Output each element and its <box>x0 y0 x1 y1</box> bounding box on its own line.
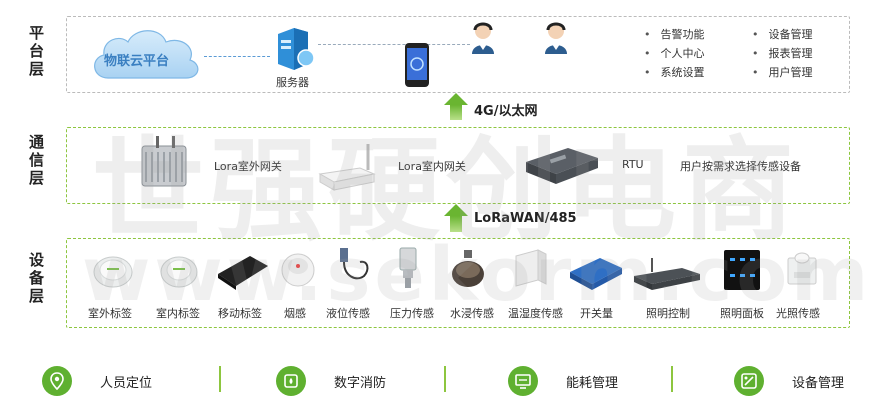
application-item: 人员定位 <box>42 364 152 398</box>
lighting-controller-icon <box>634 258 700 290</box>
lighting-panel-icon <box>724 250 760 290</box>
rtu-device-icon <box>526 148 598 184</box>
device-label: 移动标签 <box>218 307 262 320</box>
device-label: 室内标签 <box>156 307 200 320</box>
network-note: 用户按需求选择传感设备 <box>680 160 801 173</box>
switch-quantity-module-icon <box>570 258 622 290</box>
smartphone-icon <box>405 43 429 87</box>
function-item: 个人中心 <box>644 44 705 63</box>
function-item: 用户管理 <box>752 63 813 82</box>
up-arrow-stem <box>450 216 462 232</box>
server-user-connector <box>318 44 470 45</box>
device-label: 水浸传感 <box>450 307 494 320</box>
device-label: 照明面板 <box>720 307 764 320</box>
device-label: 压力传感 <box>390 307 434 320</box>
device-label: 照明控制 <box>646 307 690 320</box>
application-label: 数字消防 <box>334 375 387 391</box>
user-support-icon <box>545 22 567 54</box>
device-management-icon <box>734 366 764 396</box>
device-label: 烟感 <box>284 307 306 320</box>
upper-link-label: 4G/以太网 <box>474 104 538 119</box>
server-label: 服务器 <box>276 76 309 89</box>
liquid-level-sensor-icon <box>340 248 369 280</box>
function-item: 报表管理 <box>752 44 813 63</box>
indoor-tag-icon <box>160 256 198 288</box>
function-item: 告警功能 <box>644 25 705 44</box>
mobile-tag-icon <box>218 256 268 290</box>
layer-label-device: 设备层 <box>22 251 50 311</box>
layer-label-device-text: 设备层 <box>29 251 45 305</box>
cloud-server-connector <box>204 56 270 57</box>
application-label: 能耗管理 <box>566 375 619 391</box>
server-icon <box>278 28 315 70</box>
lower-link-label: LoRaWAN/485 <box>474 211 577 226</box>
device-label: 温湿度传感 <box>508 307 563 320</box>
outdoor-tag-icon <box>93 256 133 288</box>
up-arrow-stem <box>450 105 462 120</box>
temp-humidity-sensor-icon <box>515 249 547 287</box>
outdoor-gateway-label: Lora室外网关 <box>214 160 282 173</box>
cloud-label: 物联云平台 <box>104 54 170 69</box>
application-label: 人员定位 <box>100 375 153 391</box>
up-arrow-icon <box>444 204 468 216</box>
platform-layer-box <box>66 16 850 93</box>
divider <box>219 366 221 392</box>
layer-label-network: 通信层 <box>22 133 50 193</box>
platform-functions-col1: 告警功能 个人中心 系统设置 <box>644 25 705 82</box>
application-label: 设备管理 <box>792 375 845 391</box>
layer-label-platform: 平台层 <box>22 24 50 84</box>
smoke-detector-icon <box>281 253 315 287</box>
user-support-icon <box>472 22 494 54</box>
application-item: 能耗管理 <box>508 364 618 398</box>
indoor-gateway-icon <box>318 144 376 191</box>
network-layer-box <box>66 127 850 204</box>
device-label: 液位传感 <box>326 307 370 320</box>
application-item: 设备管理 <box>734 364 844 398</box>
divider <box>444 366 446 392</box>
pressure-sensor-icon <box>399 247 417 288</box>
indoor-gateway-label: Lora室内网关 <box>398 160 466 173</box>
layer-label-platform-text: 平台层 <box>29 24 45 78</box>
cloud-icon <box>94 30 199 79</box>
rtu-label: RTU <box>622 158 644 171</box>
device-label: 室外标签 <box>88 307 132 320</box>
function-item: 系统设置 <box>644 63 705 82</box>
location-icon <box>42 366 72 396</box>
light-sensor-icon <box>787 252 817 285</box>
energy-monitor-icon <box>508 366 538 396</box>
fire-protection-icon <box>276 366 306 396</box>
layer-label-network-text: 通信层 <box>29 133 45 187</box>
up-arrow-icon <box>444 93 468 105</box>
outdoor-gateway-icon <box>141 136 187 187</box>
device-label: 光照传感 <box>776 307 820 320</box>
device-layer-box <box>66 238 850 328</box>
device-label: 开关量 <box>580 307 613 320</box>
platform-functions-col2: 设备管理 报表管理 用户管理 <box>752 25 813 82</box>
divider <box>671 366 673 392</box>
application-item: 数字消防 <box>276 364 386 398</box>
function-item: 设备管理 <box>752 25 813 44</box>
water-immersion-sensor-icon <box>452 250 484 287</box>
